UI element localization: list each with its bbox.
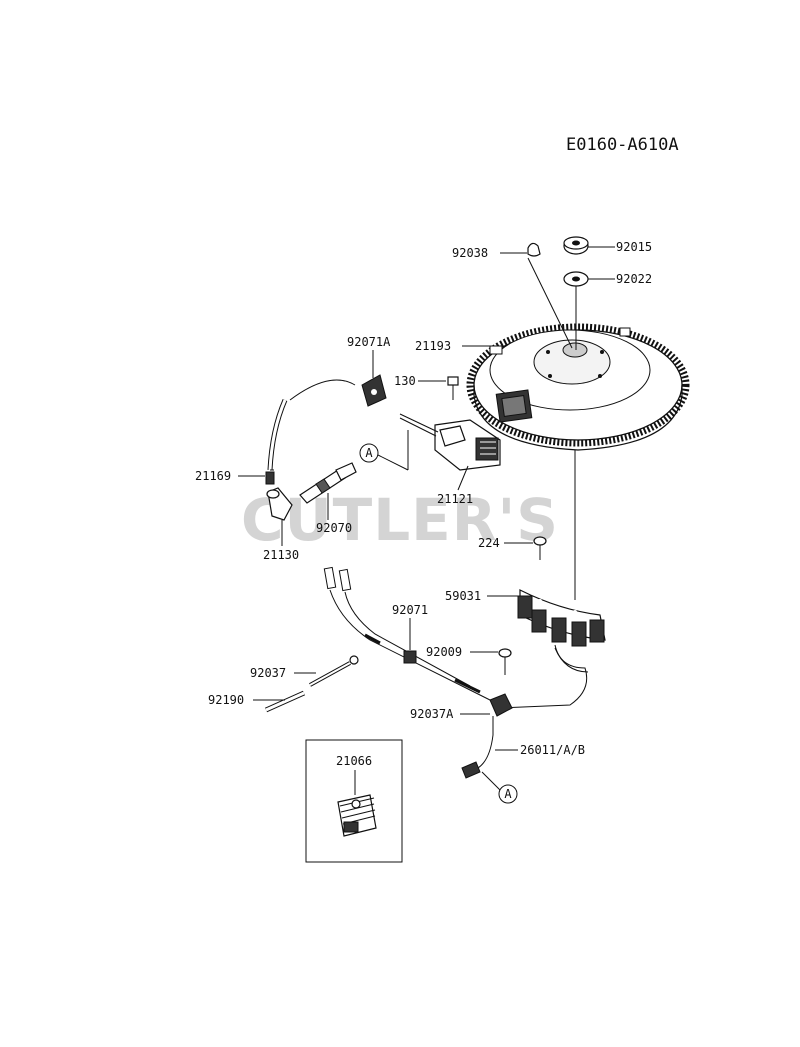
wire-harness [323, 566, 501, 706]
label-21193: 21193 [415, 339, 451, 353]
callout-a-top: A [359, 430, 409, 471]
plug-cap [266, 487, 293, 546]
flywheel-nut [563, 236, 589, 255]
label-92071: 92071 [392, 603, 428, 617]
flywheel-washer [563, 271, 589, 287]
label-26011: 26011/A/B [520, 743, 585, 757]
clamp-screw [470, 648, 512, 675]
ignition-coil [399, 413, 501, 471]
label-92022: 92022 [616, 272, 652, 286]
label-21130: 21130 [263, 548, 299, 562]
label-92037A: 92037A [410, 707, 454, 721]
watermark: CUTLER'S [241, 486, 559, 554]
label-92015: 92015 [616, 240, 652, 254]
label-224: 224 [478, 536, 500, 550]
svg-text:A: A [365, 446, 373, 460]
diagram-code: E0160-A610A [566, 135, 679, 155]
label-59031: 59031 [445, 589, 481, 603]
label-130: 130 [394, 374, 416, 388]
wire-clip [403, 650, 417, 664]
tube [253, 690, 306, 713]
cable-band [294, 655, 359, 687]
terminal [265, 471, 275, 485]
charge-coil-bolt [504, 536, 547, 560]
coil-bolt [418, 376, 459, 400]
charge-coil [517, 589, 606, 647]
label-92038: 92038 [452, 246, 488, 260]
label-21169: 21169 [195, 469, 231, 483]
spark-plug [299, 462, 357, 520]
label-92009: 92009 [426, 645, 462, 659]
callout-a-bottom: A [498, 784, 518, 804]
regulator-inset [305, 739, 403, 863]
label-21066: 21066 [336, 754, 372, 768]
svg-text:A: A [504, 787, 512, 801]
label-92071A: 92071A [347, 335, 391, 349]
flywheel [466, 323, 690, 451]
flywheel-key [527, 242, 541, 257]
label-92190: 92190 [208, 693, 244, 707]
lead-wire [461, 716, 518, 791]
label-21121: 21121 [437, 492, 473, 506]
wire-clamp [460, 693, 513, 717]
label-92037: 92037 [250, 666, 286, 680]
label-92070: 92070 [316, 521, 352, 535]
